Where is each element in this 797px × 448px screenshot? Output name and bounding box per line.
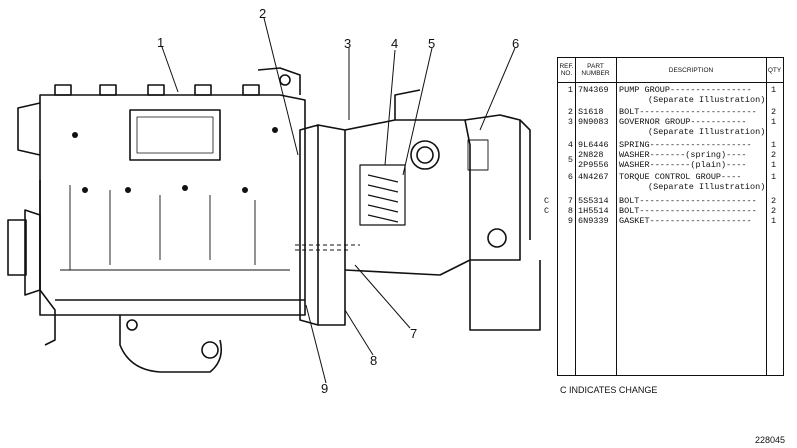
spring-assembly [359,164,406,226]
header-ref-no: REF. NO. [558,58,575,83]
callout-8: 8 [370,353,377,368]
callout-4: 4 [391,36,398,51]
callout-3: 3 [344,36,351,51]
gasket-plate [299,124,319,326]
table-row: (Separate Illustration) [648,127,766,137]
callout-1: 1 [157,35,164,50]
header-qty: QTY [766,58,783,83]
torque-control [464,114,521,261]
callout-2: 2 [259,6,266,21]
injector-bosses [54,84,260,96]
change-footnote: C INDICATES CHANGE [560,385,658,395]
pump-housing [39,94,306,316]
table-row: (Separate Illustration) [648,182,766,192]
callout-7: 7 [410,326,417,341]
governor-housing [344,119,471,276]
figure-number: 228045 [755,435,786,445]
callout-labels: 1 2 3 4 5 6 7 8 9 [157,6,519,396]
header-description: DESCRIPTION [616,58,766,83]
inspection-cover [129,109,221,161]
header-part-number: PART NUMBER [575,58,616,83]
callout-6: 6 [512,36,519,51]
callout-5: 5 [428,36,435,51]
callout-9: 9 [321,381,328,396]
exploded-parts-drawing: 1 2 3 4 5 6 7 8 9 [7,6,541,396]
table-row: (Separate Illustration) [648,95,766,105]
